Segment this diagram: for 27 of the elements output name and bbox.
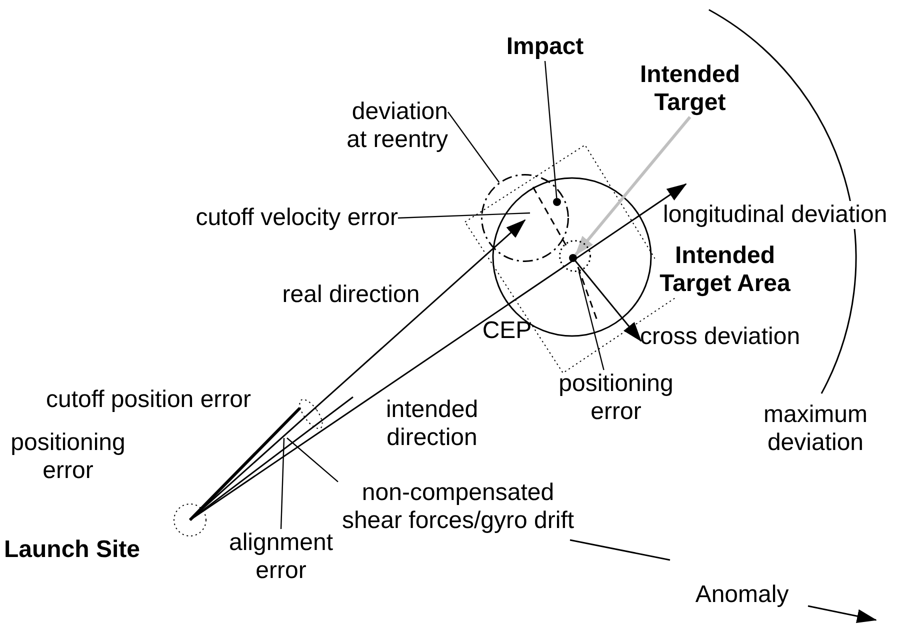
reentry-deviation-circle xyxy=(481,174,569,262)
callout-label: alignment error xyxy=(225,529,337,585)
leader-line xyxy=(286,438,338,482)
target-error-circle xyxy=(559,240,591,272)
annotation-label: cross deviation xyxy=(640,323,802,351)
impact-point xyxy=(553,198,561,206)
leader-line xyxy=(448,112,500,183)
target-point xyxy=(569,254,577,262)
callout-label: positioning error xyxy=(555,370,677,426)
annotation-label: Anomaly xyxy=(694,581,790,609)
arrow xyxy=(574,116,692,256)
leader-line xyxy=(578,271,604,370)
callout-label: non-compensated shear forces/gyro drift xyxy=(338,479,578,535)
leader-line xyxy=(544,60,558,198)
annotation-label: real direction xyxy=(281,281,421,309)
callout-label: Intended Target xyxy=(637,61,743,117)
annotation-label: cutoff position error xyxy=(46,386,252,414)
annotation-label: intended direction xyxy=(384,396,480,452)
leader-line xyxy=(280,438,285,530)
callout-label: Impact xyxy=(505,33,585,61)
callout-label: cutoff velocity error xyxy=(186,204,398,232)
annotation-label: positioning error xyxy=(10,429,126,485)
heading-label: Launch Site xyxy=(2,536,142,564)
leader-line xyxy=(398,212,530,219)
callout-label: deviation at reentry xyxy=(336,98,448,154)
annotation-label: CEP xyxy=(481,317,533,345)
annotation-label: maximum deviation xyxy=(762,401,868,457)
